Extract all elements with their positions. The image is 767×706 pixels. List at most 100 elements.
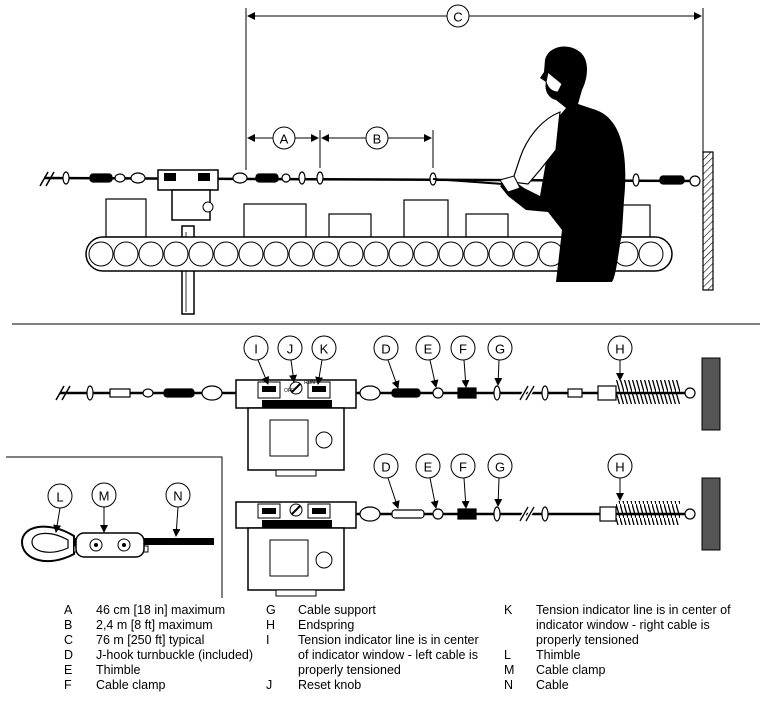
callout-e-lower: E: [415, 453, 441, 509]
legend-item-a: A 46 cm [18 in] maximum: [64, 603, 264, 618]
callout-h-lower-text: H: [615, 460, 624, 475]
legend-text: Cable support: [298, 603, 376, 617]
legend-item-j: J Reset knob: [266, 678, 491, 693]
legend-text: Endspring: [298, 618, 355, 632]
wall-anchor-top: [702, 151, 714, 291]
cable-hardware-left: [62, 171, 701, 187]
callout-l: L: [47, 483, 73, 533]
callout-k-text: K: [320, 342, 329, 357]
legend-text: 46 cm [18 in] maximum: [96, 603, 226, 617]
legend-text: Cable clamp: [96, 678, 166, 692]
legend-text: Thimble: [96, 663, 141, 677]
callout-j: J: [277, 335, 303, 383]
cable-break-mark: [39, 171, 55, 187]
legend-item-b: B 2,4 m [8 ft] maximum: [64, 618, 264, 633]
callout-e-lower-text: E: [424, 460, 433, 475]
top-scene: C A B: [39, 4, 714, 315]
legend-item-l: L Thimble: [504, 648, 734, 663]
callout-j-text: J: [287, 342, 294, 357]
legend-key: M: [504, 663, 515, 677]
legend-text: Thimble: [536, 648, 581, 662]
callout-f-upper: F: [450, 335, 476, 388]
legend-item-k: K Tension indicator line is in center of …: [504, 603, 734, 648]
callout-e-upper: E: [415, 335, 441, 388]
legend-item-d: D J-hook turnbuckle (included): [64, 648, 264, 663]
legend-column-1: A 46 cm [18 in] maximum B 2,4 m [8 ft] max…: [64, 603, 264, 693]
wall-anchor-upper: [701, 357, 721, 431]
legend-item-g: G Cable support: [266, 603, 491, 618]
callout-a-circle: [272, 126, 296, 150]
legend-key: L: [504, 648, 511, 662]
callout-h-lower: H: [607, 453, 633, 501]
legend-key: C: [64, 633, 74, 647]
wall-anchor-lower: [701, 477, 721, 551]
callout-k: K: [311, 335, 337, 385]
callout-f-upper-text: F: [459, 342, 467, 357]
callout-e-upper-text: E: [424, 342, 433, 357]
callout-h-upper: H: [607, 335, 633, 381]
callout-d-lower: D: [373, 453, 400, 509]
legend-column-2: G Cable support H Endspring I Tension indic…: [266, 603, 491, 693]
legend-key: N: [504, 678, 514, 692]
detail-switch-upper: RUN OFF: [55, 357, 721, 477]
callout-f-lower-text: F: [459, 460, 467, 475]
legend-text: 76 m [250 ft] typical: [96, 633, 205, 647]
legend-key: J: [266, 678, 273, 692]
operator-figure: [432, 46, 626, 282]
legend-text: Reset knob: [298, 678, 362, 692]
callout-g-upper: G: [487, 335, 513, 386]
callout-b: B: [373, 132, 382, 147]
legend-column-3: K Tension indicator line is in center of …: [504, 603, 734, 693]
detail-switch-lower: [235, 477, 721, 597]
callout-n: N: [165, 482, 191, 537]
legend-key: I: [266, 633, 270, 647]
inset-thimble-detail: [6, 456, 223, 598]
callout-d-lower-text: D: [381, 460, 390, 475]
callouts-upper: I J K D E F G: [243, 335, 633, 389]
callout-m: M: [91, 482, 117, 533]
callout-f-lower: F: [450, 453, 476, 509]
legend-key: G: [266, 603, 276, 617]
legend-text: J-hook turnbuckle (included): [96, 648, 254, 662]
switch-box-top: [157, 169, 219, 315]
callout-g-lower: G: [487, 453, 513, 507]
callout-c-circle: [446, 4, 470, 28]
callouts-lower: D E F G H: [373, 453, 633, 509]
legend-item-i: I Tension indicator line is in center of …: [266, 633, 491, 678]
callout-b-circle: [365, 126, 389, 150]
callout-g-upper-text: G: [495, 342, 505, 357]
callout-a: A: [280, 132, 289, 147]
callout-g-lower-text: G: [495, 460, 505, 475]
callout-i: I: [243, 335, 269, 385]
legend-key: E: [64, 663, 73, 677]
switch-run-label: RUN: [304, 380, 315, 386]
callout-h-upper-text: H: [615, 342, 624, 357]
legend-item-n: N Cable: [504, 678, 734, 693]
legend-key: K: [504, 603, 513, 617]
switch-off-label: OFF: [284, 388, 294, 394]
callout-m-text: M: [99, 489, 110, 504]
legend-text: Cable clamp: [536, 663, 606, 677]
legend-key: B: [64, 618, 73, 632]
legend-text: Tension indicator line is in center of i…: [298, 633, 479, 677]
callout-d-upper-text: D: [381, 342, 390, 357]
legend-text: Tension indicator line is in center of i…: [536, 603, 731, 647]
conveyor: [85, 236, 673, 272]
callout-i-text: I: [254, 342, 258, 357]
legend-item-m: M Cable clamp: [504, 663, 734, 678]
legend-key: A: [64, 603, 73, 617]
legend-key: F: [64, 678, 72, 692]
legend-key: D: [64, 648, 74, 662]
legend-item-h: H Endspring: [266, 618, 491, 633]
callout-d-upper: D: [373, 335, 400, 389]
callout-n-text: N: [173, 489, 182, 504]
callout-l-text: L: [56, 490, 63, 505]
legend-item-f: F Cable clamp: [64, 678, 264, 693]
callouts-inset: L M N: [47, 482, 191, 537]
legend-text: 2,4 m [8 ft] maximum: [96, 618, 213, 632]
legend-key: H: [266, 618, 276, 632]
legend-text: Cable: [536, 678, 569, 692]
legend-item-c: C 76 m [250 ft] typical: [64, 633, 264, 648]
callout-c: C: [453, 10, 462, 25]
